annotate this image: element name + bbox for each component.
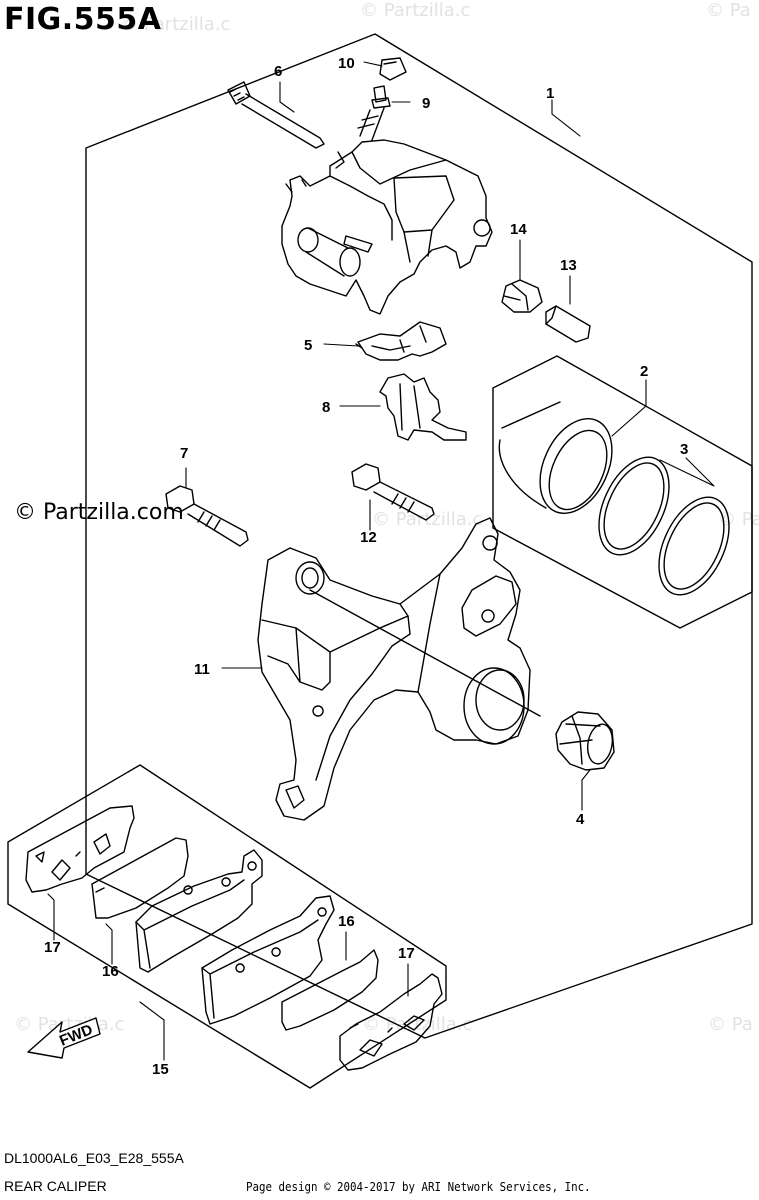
brake-pad-left-part: [135, 849, 263, 973]
callout-14: 14: [510, 221, 527, 238]
pin-bolt-part: [227, 81, 325, 149]
shim-inner-left-part: [91, 837, 189, 919]
callout-12: 12: [360, 529, 377, 546]
callout-10: 10: [338, 55, 355, 72]
piston-part: [498, 401, 613, 514]
leader-lines: [47, 61, 715, 1061]
callout-2: 2: [640, 363, 648, 380]
caliper-bracket-part: [257, 517, 541, 821]
watermark-text: © Partzilla.c: [120, 14, 230, 35]
bleeder-valve-part: [357, 85, 391, 141]
shim-left-part: [25, 805, 135, 893]
bleeder-cap-part: [379, 57, 407, 81]
callout-15: 15: [152, 1061, 169, 1078]
pad-spring-part: [355, 321, 447, 361]
shim-inner-right-part: [281, 949, 379, 1031]
diagram-code: DL1000AL6_E03_E28_555A: [4, 1150, 184, 1166]
watermark-text: © Partzilla.c: [360, 0, 470, 21]
callout-16: 16: [102, 963, 119, 980]
dust-seal-part: [658, 496, 730, 596]
callout-6: 6: [274, 63, 282, 80]
boot-part: [501, 279, 543, 313]
callout-17: 17: [398, 945, 415, 962]
callout-16: 16: [338, 913, 355, 930]
bolt-short-part: [351, 463, 435, 521]
caliper-body-part: [281, 139, 493, 315]
brake-pad-right-part: [201, 895, 335, 1025]
bracket-boot-part: [555, 711, 615, 771]
watermark-text: © Pa: [708, 1014, 753, 1035]
callout-13: 13: [560, 257, 577, 274]
pad-set-outline: [7, 764, 447, 1089]
diagram-caption: REAR CALIPER: [4, 1178, 107, 1194]
figure-title: FIG.555A: [4, 2, 162, 37]
bolt-long-part: [165, 485, 249, 547]
callout-4: 4: [576, 811, 585, 828]
sleeve-pin-part: [545, 305, 591, 343]
pad-retainer-part: [379, 373, 467, 441]
callout-17: 17: [44, 939, 61, 956]
copyright-notice: © Partzilla.com: [14, 500, 184, 525]
piston-group-outline: [492, 355, 753, 629]
piston-seal-part: [598, 456, 670, 556]
page-credit: Page design © 2004-2017 by ARI Network S…: [246, 1180, 591, 1194]
callout-1: 1: [546, 85, 554, 102]
shim-right-part: [339, 973, 443, 1071]
callout-3: 3: [680, 441, 688, 458]
watermark-text: © Pa: [706, 0, 751, 21]
callout-8: 8: [322, 399, 330, 416]
callout-7: 7: [180, 445, 188, 462]
callout-11: 11: [194, 661, 210, 678]
callout-5: 5: [304, 337, 312, 354]
callout-9: 9: [422, 95, 430, 112]
